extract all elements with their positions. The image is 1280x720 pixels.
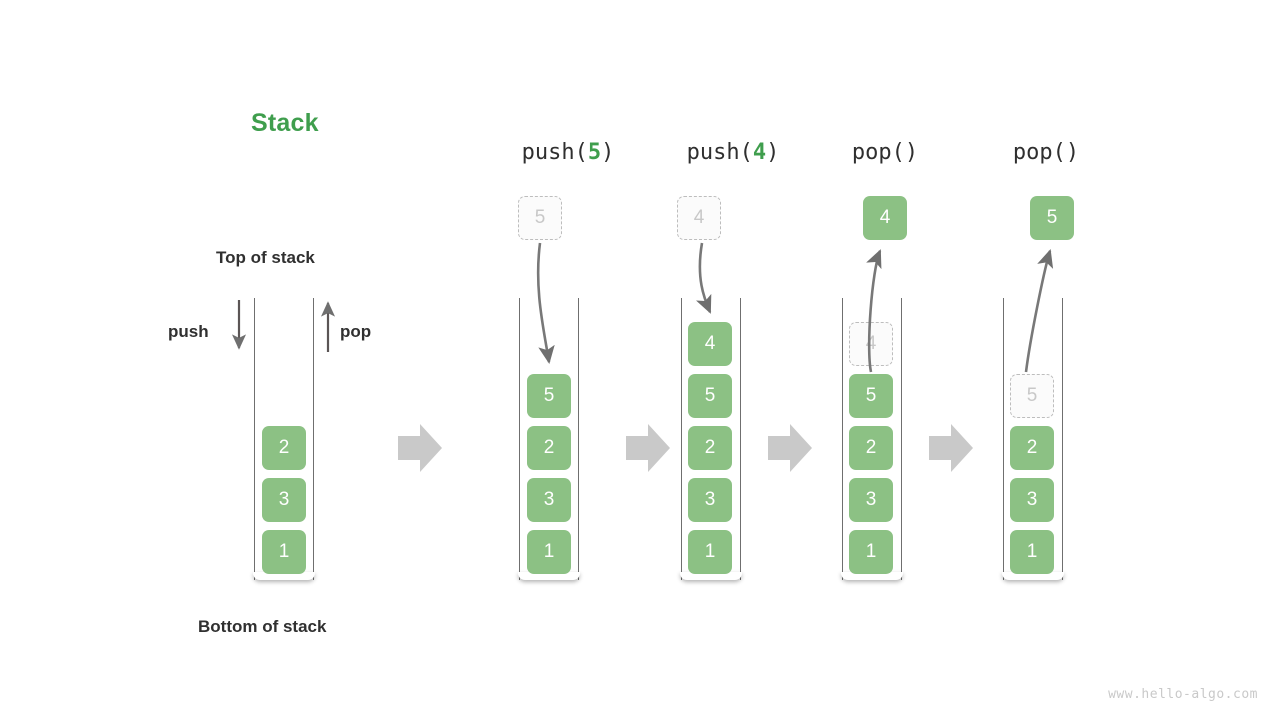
op-prefix: push( (686, 140, 753, 165)
top-of-stack-label: Top of stack (216, 248, 315, 267)
cell-value: 5 (1026, 385, 1038, 406)
cell-value: 1 (704, 541, 716, 562)
stack-cell-step-3: 1 (849, 530, 893, 574)
stack-cell-step-2: 4 (688, 322, 732, 366)
stack-floor (680, 572, 742, 580)
stack-wall-left (519, 298, 520, 580)
cell-value: 5 (534, 207, 546, 228)
stack-cell-initial: 2 (262, 426, 306, 470)
stack-cell-step-4: 2 (1010, 426, 1054, 470)
stack-cell-step-1: 2 (527, 426, 571, 470)
flow-arrow-4 (929, 424, 973, 472)
op-label-step-1: push(5) (522, 140, 615, 165)
stack-wall-right (578, 298, 579, 580)
cell-value: 4 (704, 333, 716, 354)
stack-wall-right (313, 298, 314, 580)
cell-value: 5 (1046, 207, 1058, 228)
stack-cell-step-4: 1 (1010, 530, 1054, 574)
flow-arrow-3 (768, 424, 812, 472)
stack-wall-left (842, 298, 843, 580)
stack-cell-step-2: 5 (688, 374, 732, 418)
flow-arrow-1 (398, 424, 442, 472)
popped-cell-step-3: 4 (863, 196, 907, 240)
cell-value: 3 (543, 489, 555, 510)
stack-cell-initial: 1 (262, 530, 306, 574)
op-argument: 5 (587, 140, 602, 165)
cell-value: 2 (543, 437, 555, 458)
op-prefix: push( (521, 140, 588, 165)
cell-value: 5 (543, 385, 555, 406)
cell-value: 2 (865, 437, 877, 458)
stack-cell-step-4: 3 (1010, 478, 1054, 522)
flow-arrow-2 (626, 424, 670, 472)
stack-floor (841, 572, 903, 580)
cell-value: 2 (704, 437, 716, 458)
stack-wall-right (901, 298, 902, 580)
stack-wall-right (740, 298, 741, 580)
incoming-ghost-cell-step-2: 4 (677, 196, 721, 240)
watermark: www.hello-algo.com (1108, 687, 1258, 702)
cell-value: 5 (865, 385, 877, 406)
op-argument: 4 (752, 140, 767, 165)
stack-cell-step-2: 2 (688, 426, 732, 470)
stack-cell-step-3: 2 (849, 426, 893, 470)
stack-container-step-3 (841, 298, 903, 580)
op-suffix: ) (904, 140, 919, 165)
stack-cell-step-3: 5 (849, 374, 893, 418)
cell-value: 3 (1026, 489, 1038, 510)
stack-cell-step-3: 3 (849, 478, 893, 522)
stack-wall-left (681, 298, 682, 580)
cell-value: 3 (278, 489, 290, 510)
op-prefix: pop( (1012, 140, 1066, 165)
cell-value: 4 (879, 207, 891, 228)
stack-container-initial (253, 298, 315, 580)
stack-wall-left (254, 298, 255, 580)
stack-ghost-cell-step-3: 4 (849, 322, 893, 366)
stack-cell-initial: 3 (262, 478, 306, 522)
cell-value: 4 (693, 207, 705, 228)
cell-value: 1 (865, 541, 877, 562)
cell-value: 3 (704, 489, 716, 510)
op-label-step-3: pop() (852, 140, 918, 165)
stack-wall-right (1062, 298, 1063, 580)
stack-container-step-2 (680, 298, 742, 580)
stack-cell-step-1: 5 (527, 374, 571, 418)
stack-ghost-cell-step-4: 5 (1010, 374, 1054, 418)
page-title: Stack (251, 109, 319, 137)
stack-wall-left (1003, 298, 1004, 580)
pop-label: pop (340, 322, 372, 341)
stack-cell-step-2: 3 (688, 478, 732, 522)
cell-value: 2 (278, 437, 290, 458)
cell-value: 1 (278, 541, 290, 562)
stack-cell-step-1: 1 (527, 530, 571, 574)
op-label-step-2: push(4) (687, 140, 780, 165)
stack-floor (1002, 572, 1064, 580)
stack-container-step-1 (518, 298, 580, 580)
push-label: push (168, 322, 209, 341)
op-prefix: pop( (851, 140, 905, 165)
cell-value: 3 (865, 489, 877, 510)
op-label-step-4: pop() (1013, 140, 1079, 165)
cell-value: 1 (1026, 541, 1038, 562)
op-suffix: ) (1065, 140, 1080, 165)
op-suffix: ) (766, 140, 780, 165)
op-suffix: ) (601, 140, 615, 165)
stack-floor (253, 572, 315, 580)
incoming-ghost-cell-step-1: 5 (518, 196, 562, 240)
stack-floor (518, 572, 580, 580)
cell-value: 5 (704, 385, 716, 406)
stack-cell-step-2: 1 (688, 530, 732, 574)
cell-value: 1 (543, 541, 555, 562)
popped-cell-step-4: 5 (1030, 196, 1074, 240)
cell-value: 4 (865, 333, 877, 354)
stack-container-step-4 (1002, 298, 1064, 580)
stack-cell-step-1: 3 (527, 478, 571, 522)
bottom-of-stack-label: Bottom of stack (198, 617, 327, 636)
cell-value: 2 (1026, 437, 1038, 458)
